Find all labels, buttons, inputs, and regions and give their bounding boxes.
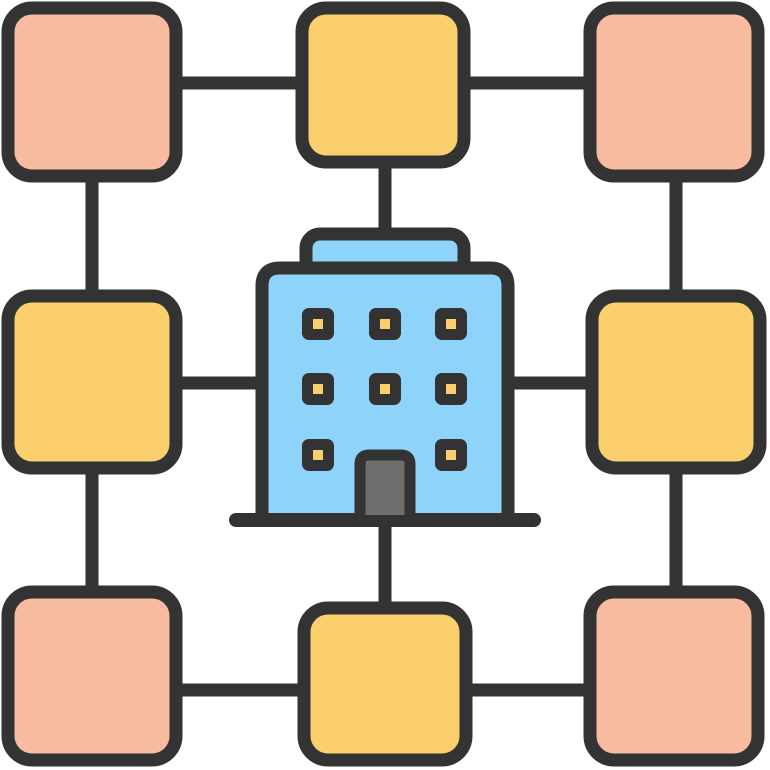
window-light: [313, 319, 323, 329]
window-light: [446, 450, 456, 460]
window-light: [313, 450, 323, 460]
connector-lines: [85, 76, 683, 697]
window-light: [380, 319, 390, 329]
node-middle-left: [1, 289, 183, 475]
window-light: [446, 384, 456, 394]
building-door: [354, 449, 416, 515]
node-bottom-left: [1, 585, 183, 767]
office-building-icon: [229, 227, 541, 527]
window-light: [313, 384, 323, 394]
node-bottom-center: [297, 601, 473, 767]
node-top-center: [295, 1, 471, 169]
window-light: [380, 384, 390, 394]
node-middle-right: [585, 289, 767, 475]
window-light: [446, 319, 456, 329]
node-top-left: [1, 1, 183, 183]
node-bottom-right: [583, 585, 765, 767]
node-top-right: [583, 1, 765, 183]
